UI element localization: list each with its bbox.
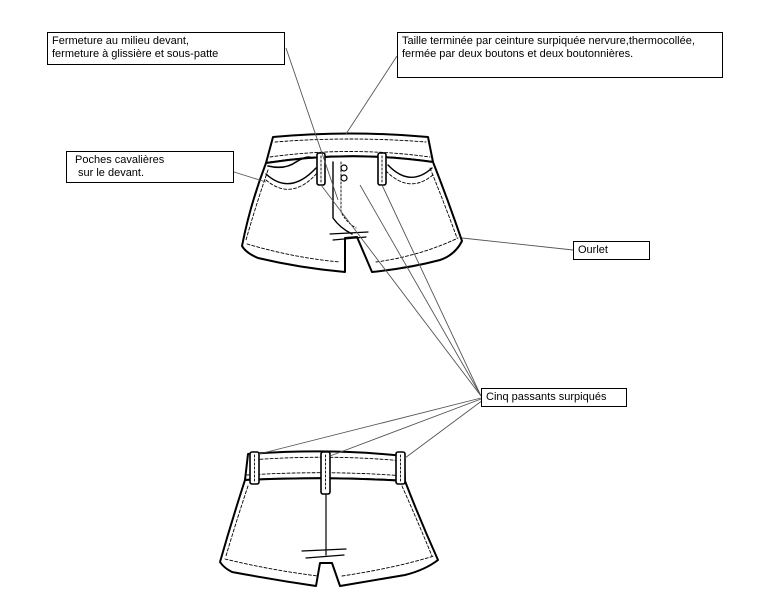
leader-pockets bbox=[233, 171, 267, 183]
shorts-back-view bbox=[219, 450, 439, 587]
pockets-label: Poches cavalières sur le devant. bbox=[66, 151, 234, 183]
front-body bbox=[241, 155, 463, 273]
front-hem-stitch-right bbox=[375, 237, 459, 263]
back-crotch-seam bbox=[301, 548, 347, 559]
leader-belt bbox=[345, 55, 398, 135]
belt-loops-label: Cinq passants surpiqués bbox=[481, 388, 627, 407]
leader-loops-front-left bbox=[320, 184, 482, 397]
back-side-stitch-right bbox=[401, 485, 433, 557]
front-pocket-left-stitch bbox=[265, 171, 319, 190]
front-pocket-left bbox=[267, 156, 313, 169]
back-hem-stitch-right bbox=[341, 555, 435, 577]
front-waistband-topstitch-lower bbox=[269, 151, 431, 158]
waistband-label-line1: Taille terminée par ceinture surpiquée n… bbox=[402, 35, 695, 47]
back-body bbox=[219, 477, 439, 587]
leader-loops-front-right bbox=[381, 184, 482, 397]
leader-hem bbox=[461, 237, 574, 251]
front-side-stitch-left bbox=[245, 169, 269, 241]
front-pocket-right-stitch bbox=[385, 170, 435, 185]
leader-loops-back-center bbox=[329, 398, 482, 457]
front-pocket-left-opening bbox=[265, 167, 317, 185]
front-hem-stitch-left bbox=[246, 243, 341, 263]
front-pocket-right-opening bbox=[387, 164, 433, 178]
shorts-front-view bbox=[241, 132, 463, 273]
leader-loops-back-right bbox=[404, 399, 484, 459]
back-hem-stitch-left bbox=[224, 558, 319, 577]
front-waistband-topstitch bbox=[274, 138, 427, 143]
waistband-label: Taille terminée par ceinture surpiquée n… bbox=[397, 32, 723, 78]
hem-label-line1: Ourlet bbox=[578, 244, 608, 256]
pockets-label-line2: sur le devant. bbox=[78, 167, 145, 179]
zip-closure-label: Fermeture au milieu devant, fermeture à … bbox=[47, 32, 285, 65]
waistband-label-line2: fermée par deux boutons et deux boutonni… bbox=[402, 48, 634, 60]
leader-loops-back-left bbox=[258, 397, 482, 455]
front-button-top bbox=[340, 164, 348, 172]
back-side-stitch-left bbox=[225, 485, 249, 557]
zip-closure-label-line1: Fermeture au milieu devant, bbox=[52, 35, 189, 47]
hem-label: Ourlet bbox=[573, 241, 650, 260]
front-button-bottom bbox=[340, 174, 348, 182]
pockets-label-line1: Poches cavalières bbox=[75, 154, 165, 166]
leader-zip bbox=[285, 47, 339, 201]
zip-closure-label-line2: fermeture à glissière et sous-patte bbox=[52, 48, 219, 60]
leader-lines bbox=[233, 47, 574, 459]
leader-loops-front-mid bbox=[359, 184, 482, 397]
belt-loops-label-line1: Cinq passants surpiqués bbox=[486, 391, 607, 403]
